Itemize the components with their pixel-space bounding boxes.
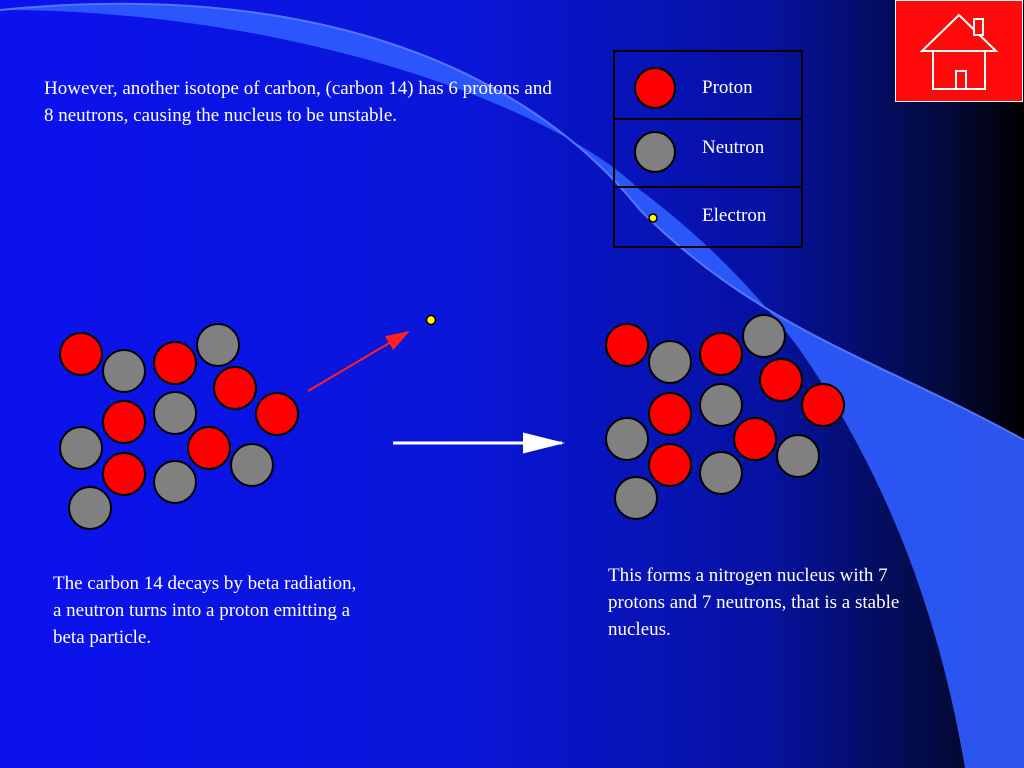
proton — [153, 341, 197, 385]
legend-label-neutron: Neutron — [702, 137, 765, 158]
neutron — [776, 434, 820, 478]
proton — [801, 383, 845, 427]
neutron — [153, 391, 197, 435]
neutron — [699, 451, 743, 495]
neutron — [648, 340, 692, 384]
legend-row-neutron: Neutron — [615, 120, 801, 188]
proton — [733, 417, 777, 461]
caption-carbon-decay: The carbon 14 decays by beta radiation, … — [53, 573, 357, 648]
neutron — [605, 417, 649, 461]
home-button[interactable] — [895, 0, 1023, 102]
legend-table: Proton Neutron Electron — [613, 50, 803, 248]
proton — [648, 443, 692, 487]
proton — [759, 358, 803, 402]
proton — [102, 400, 146, 444]
proton — [59, 332, 103, 376]
carbon-14-nucleus — [59, 323, 299, 530]
caption-nitrogen-result: This forms a nitrogen nucleus with 7 pro… — [608, 565, 900, 640]
neutron — [59, 426, 103, 470]
neutron — [742, 314, 786, 358]
neutron — [230, 443, 274, 487]
legend-label-proton: Proton — [702, 77, 753, 98]
neutron — [153, 460, 197, 504]
proton — [699, 332, 743, 376]
proton — [255, 392, 299, 436]
neutron — [196, 323, 240, 367]
legend-row-electron: Electron — [615, 188, 801, 246]
electron-swatch-icon — [648, 213, 658, 223]
nitrogen-14-nucleus — [605, 314, 845, 520]
neutron — [68, 486, 112, 530]
proton — [187, 426, 231, 470]
neutron-swatch-icon — [634, 131, 676, 173]
intro-text: However, another isotope of carbon, (car… — [44, 78, 552, 126]
home-icon — [919, 13, 999, 90]
proton — [605, 323, 649, 367]
neutron — [102, 349, 146, 393]
proton — [213, 366, 257, 410]
proton — [648, 392, 692, 436]
proton-swatch-icon — [634, 67, 676, 109]
legend-row-proton: Proton — [615, 52, 801, 120]
neutron — [614, 476, 658, 520]
emission-arrow — [307, 330, 410, 392]
beta-electron — [425, 314, 437, 326]
neutron — [699, 383, 743, 427]
proton — [102, 452, 146, 496]
legend-label-electron: Electron — [702, 205, 767, 226]
